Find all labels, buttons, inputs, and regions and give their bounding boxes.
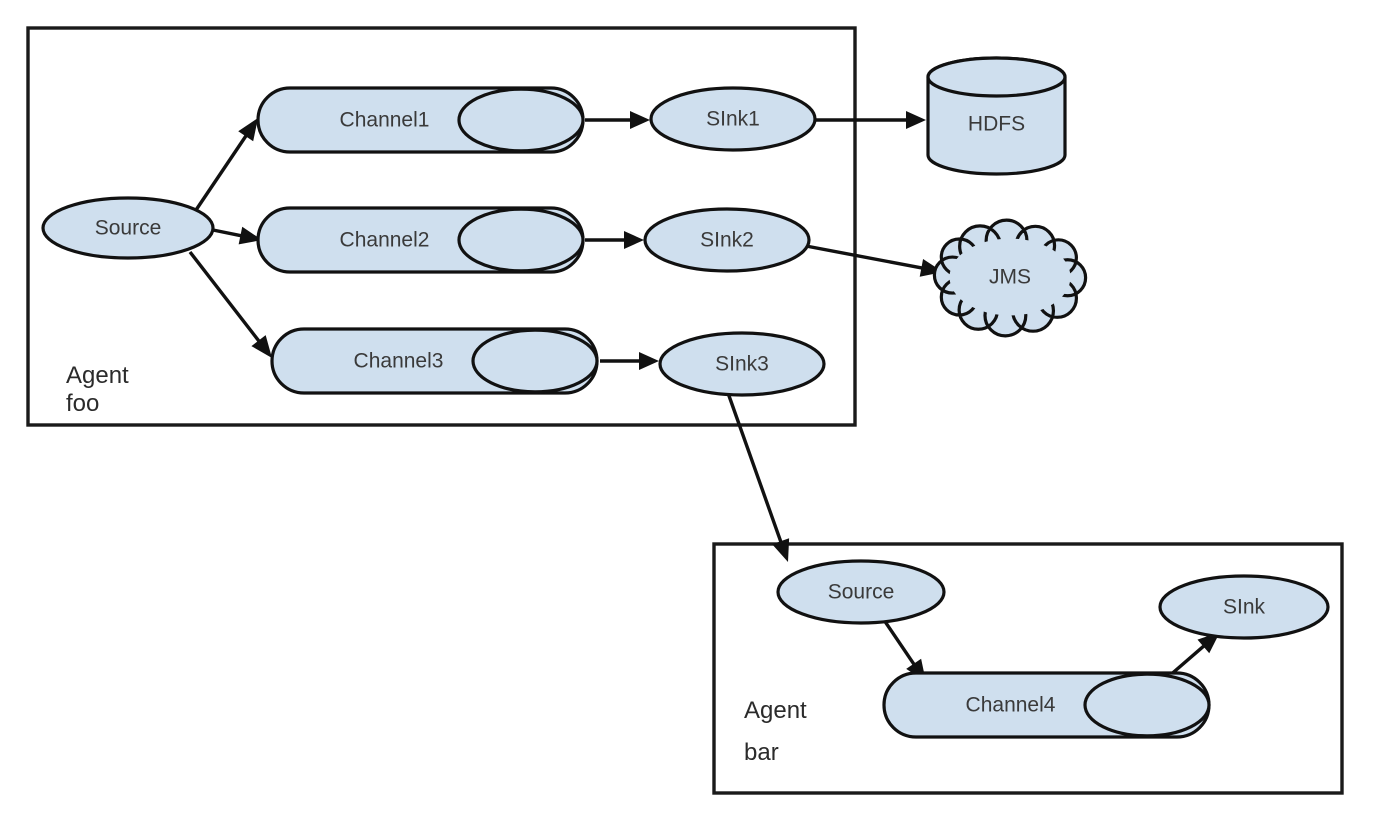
channel3-to-sink3-arrowhead [639, 352, 659, 370]
sink1-to-hdfs-arrowhead [906, 111, 926, 129]
edge-channel3-to-sink3 [600, 352, 659, 370]
node-jms[interactable]: JMS [932, 218, 1088, 338]
source-to-channel2-arrowhead [238, 226, 262, 245]
agent-bar-label-line1: Agent [744, 697, 807, 724]
node-sink3[interactable]: SInk3 [658, 331, 826, 397]
sink3-to-bar-source-arrowhead [772, 538, 790, 562]
source-to-channel1-arrowhead [238, 118, 258, 142]
channel2-to-sink2-arrowhead [624, 231, 644, 249]
channel1-end-cap [457, 87, 585, 153]
node-channel2[interactable]: Channel2 [256, 206, 585, 274]
sink2-ellipse [643, 207, 811, 273]
sink3-ellipse [658, 331, 826, 397]
edge-source-to-channel2 [212, 226, 262, 245]
source-to-channel3-line [188, 250, 262, 345]
node-sink1[interactable]: SInk1 [649, 86, 817, 152]
sink3-to-bar-source-line [726, 392, 784, 545]
channel1-to-sink1-arrowhead [630, 111, 650, 129]
edge-sink2-to-jms [805, 244, 943, 277]
edge-sink1-to-hdfs [815, 111, 926, 129]
agent-foo-label-line1: Agent [66, 362, 129, 389]
hdfs-top-ellipse [926, 56, 1067, 98]
sink2-to-jms-line [805, 244, 925, 271]
edge-sink3-to-bar-source [726, 392, 790, 562]
node-channel3[interactable]: Channel3 [270, 327, 599, 395]
agent-foo-label-line2: foo [66, 390, 99, 417]
channel4-end-cap [1083, 672, 1211, 738]
foo_source-ellipse [41, 196, 215, 260]
source-to-channel1-line [194, 132, 249, 211]
edge-channel4-to-bar-sink [1166, 632, 1220, 679]
edge-layer [188, 111, 1220, 682]
node-sink2[interactable]: SInk2 [643, 207, 811, 273]
edge-source-to-channel3 [188, 250, 272, 358]
node-foo_source[interactable]: Source [41, 196, 215, 260]
source-to-channel3-arrowhead [251, 335, 272, 358]
node-bar_sink[interactable]: SInk [1158, 574, 1330, 640]
agent-bar-label-line2: bar [744, 739, 779, 766]
channel3-end-cap [471, 328, 599, 394]
node-bar_source[interactable]: Source [776, 559, 946, 625]
bar_sink-ellipse [1158, 574, 1330, 640]
edge-channel1-to-sink1 [585, 111, 650, 129]
bar_source-ellipse [776, 559, 946, 625]
edge-channel2-to-sink2 [585, 231, 644, 249]
agent-bar-box [712, 542, 1344, 795]
bar-source-to-channel4-line [882, 619, 917, 668]
node-channel4[interactable]: Channel4 [882, 671, 1211, 739]
sink1-ellipse [649, 86, 817, 152]
source-to-channel2-line [212, 228, 244, 238]
edge-source-to-channel1 [194, 118, 258, 211]
node-hdfs[interactable]: HDFS [926, 56, 1067, 176]
jms-inner-fill [949, 238, 1071, 316]
node-channel1[interactable]: Channel1 [256, 86, 585, 154]
channel2-end-cap [457, 207, 585, 273]
agent-foo-box [26, 26, 857, 427]
